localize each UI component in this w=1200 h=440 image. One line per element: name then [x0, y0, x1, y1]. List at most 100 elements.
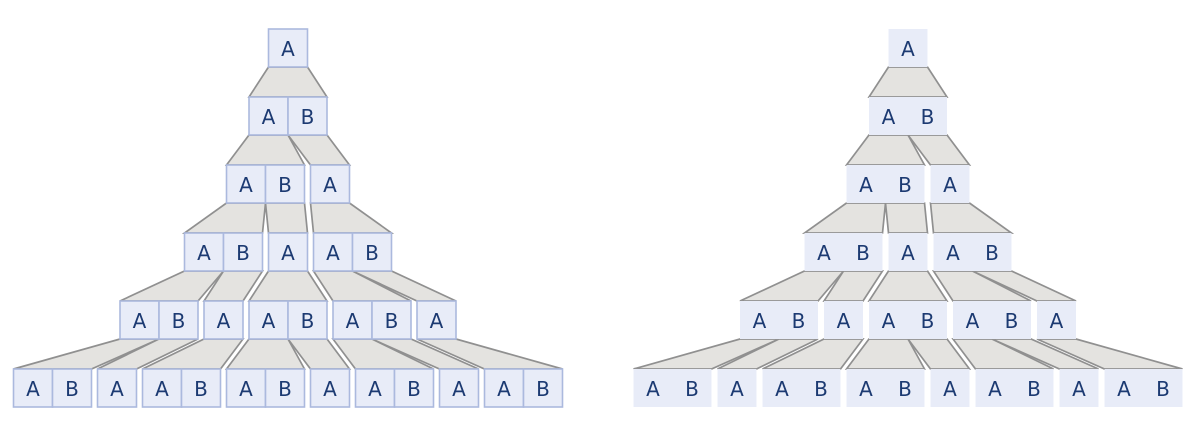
tree-node-letter: B: [194, 377, 208, 401]
tree-node-letter: B: [792, 309, 806, 333]
tree-node-letter: A: [901, 241, 915, 265]
tree-node-cell: [225, 368, 267, 408]
tree-node-cell: [522, 368, 564, 408]
tree-node-letter: A: [281, 37, 295, 61]
branch-trapezoid: [181, 202, 267, 234]
tree-node-letter: B: [172, 309, 186, 333]
branch-trapezoid: [929, 202, 1015, 234]
tree-node-letter: A: [859, 377, 873, 401]
tree-node-letter: A: [988, 377, 1002, 401]
tree-node-letter: A: [110, 377, 124, 401]
tree-node-letter: A: [262, 105, 276, 129]
tree-node-cell: [351, 232, 393, 272]
tree-node-letter: A: [217, 309, 231, 333]
tree-node-letter: B: [301, 105, 315, 129]
tree-node-letter: A: [646, 377, 660, 401]
tree-node-letter: A: [239, 377, 253, 401]
tree-node-letter: A: [133, 309, 147, 333]
tree-node-cell: [309, 164, 351, 204]
tree-node-letter: A: [946, 241, 960, 265]
tree-node-cell: [416, 300, 457, 340]
tree-group-block: [888, 233, 928, 271]
tree-node-cell: [96, 368, 138, 408]
tree-node-cell: [180, 368, 222, 408]
tree-group-block: [804, 233, 883, 271]
tree-node-letter: A: [262, 309, 276, 333]
tree-node-letter: A: [323, 173, 337, 197]
tree-node-cell: [264, 368, 306, 408]
tree-node-cell: [264, 164, 306, 204]
tree-node-cell: [248, 96, 289, 136]
tree-group-block: [953, 301, 1031, 339]
tree-node-letter: B: [385, 309, 399, 333]
tree-node-letter: A: [901, 37, 915, 61]
tree-node-letter: A: [26, 377, 40, 401]
tree-node-letter: A: [430, 309, 444, 333]
tree-node-cell: [287, 300, 328, 340]
tree-node-letter: B: [536, 377, 550, 401]
tree-node-letter: B: [921, 105, 935, 129]
tree-group-block: [930, 369, 970, 407]
tree-node-letter: A: [882, 105, 896, 129]
tree-node-cell: [183, 232, 225, 272]
tree-node-cell: [225, 164, 267, 204]
tree-node-cell: [393, 368, 435, 408]
tree-node-letter: A: [943, 173, 957, 197]
tree-node-cell: [483, 368, 525, 408]
tree-node-letter: A: [452, 377, 466, 401]
tree-group-block: [633, 369, 712, 407]
tree-node-letter: A: [497, 377, 511, 401]
tree-node-letter: A: [817, 241, 831, 265]
tree-node-cell: [371, 300, 412, 340]
tree-group-block: [846, 369, 925, 407]
tree-node-letter: B: [278, 377, 292, 401]
branch-trapezoid: [801, 202, 887, 234]
tree-node-letter: A: [837, 309, 851, 333]
tree-node-letter: B: [278, 173, 292, 197]
tree-group-block: [1037, 301, 1076, 339]
tree-node-letter: A: [197, 241, 211, 265]
tree-group-block: [869, 97, 947, 135]
tree-node-letter: B: [236, 241, 250, 265]
tree-node-letter: A: [239, 173, 253, 197]
tree-node-cell: [203, 300, 244, 340]
tree-node-letter: B: [1027, 377, 1041, 401]
branch-trapezoid: [867, 66, 949, 98]
tree-node-letter: B: [898, 173, 912, 197]
tree-node-letter: B: [898, 377, 912, 401]
tree-node-cell: [119, 300, 160, 340]
tree-node-cell: [141, 368, 183, 408]
tree-node-letter: A: [859, 173, 873, 197]
tree-node-letter: B: [685, 377, 699, 401]
tree-node-letter: A: [966, 309, 980, 333]
tree-node-cell: [158, 300, 199, 340]
tree-node-cell: [354, 368, 396, 408]
tree-group-block: [869, 301, 947, 339]
tree-group-block: [846, 165, 925, 203]
tree-node-letter: A: [753, 309, 767, 333]
tree-node-letter: A: [1117, 377, 1131, 401]
tree-node-cell: [51, 368, 93, 408]
tree-node-letter: A: [775, 377, 789, 401]
tree-node-letter: B: [856, 241, 870, 265]
tree-group-block: [740, 301, 818, 339]
branch-trapezoid: [247, 66, 329, 98]
branch-trapezoid: [247, 270, 329, 302]
tree-node-letter: A: [281, 241, 295, 265]
branch-trapezoid: [264, 202, 309, 234]
branch-trapezoid: [884, 202, 929, 234]
tree-node-letter: B: [365, 241, 379, 265]
tree-node-cell: [222, 232, 264, 272]
branch-trapezoid: [867, 270, 949, 302]
tree-group-block: [824, 301, 863, 339]
tree-group-block: [975, 369, 1054, 407]
tree-node-letter: A: [943, 377, 957, 401]
tree-node-letter: A: [368, 377, 382, 401]
tree-node-letter: A: [1072, 377, 1086, 401]
tree-node-letter: A: [155, 377, 169, 401]
tree-node-letter: B: [814, 377, 828, 401]
